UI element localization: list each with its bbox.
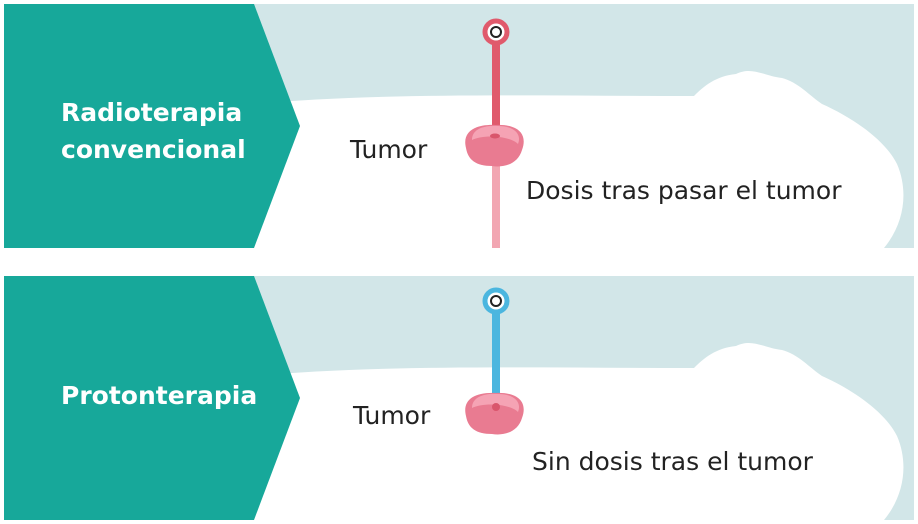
dose-label: Dosis tras pasar el tumor xyxy=(526,176,842,205)
dose-label: Sin dosis tras el tumor xyxy=(532,447,814,476)
proton-therapy-panel: Protonterapia Tumor Sin dosis tras el tu… xyxy=(4,276,914,520)
treatment-label-line2: convencional xyxy=(61,135,246,164)
conventional-radiotherapy-scene: Radioterapia convencional Tumor Dosis tr… xyxy=(4,4,914,248)
beam-entry xyxy=(492,310,500,408)
patient-silhouette xyxy=(254,342,904,520)
conventional-radiotherapy-panel: Radioterapia convencional Tumor Dosis tr… xyxy=(4,4,914,248)
label-arrow xyxy=(4,276,300,520)
tumor-icon xyxy=(465,392,524,435)
tumor-label: Tumor xyxy=(349,135,428,164)
beam-source-core xyxy=(490,26,502,38)
beam-exit-dose xyxy=(492,164,500,248)
beam-source-core xyxy=(490,295,502,307)
treatment-label: Radioterapia xyxy=(61,98,242,127)
tumor-icon xyxy=(465,124,524,167)
tumor-label: Tumor xyxy=(352,401,431,430)
label-arrow xyxy=(4,4,300,248)
treatment-label: Protonterapia xyxy=(61,381,257,410)
patient-silhouette xyxy=(254,70,904,248)
proton-therapy-scene: Protonterapia Tumor Sin dosis tras el tu… xyxy=(4,276,914,520)
beam-entry xyxy=(492,40,500,146)
